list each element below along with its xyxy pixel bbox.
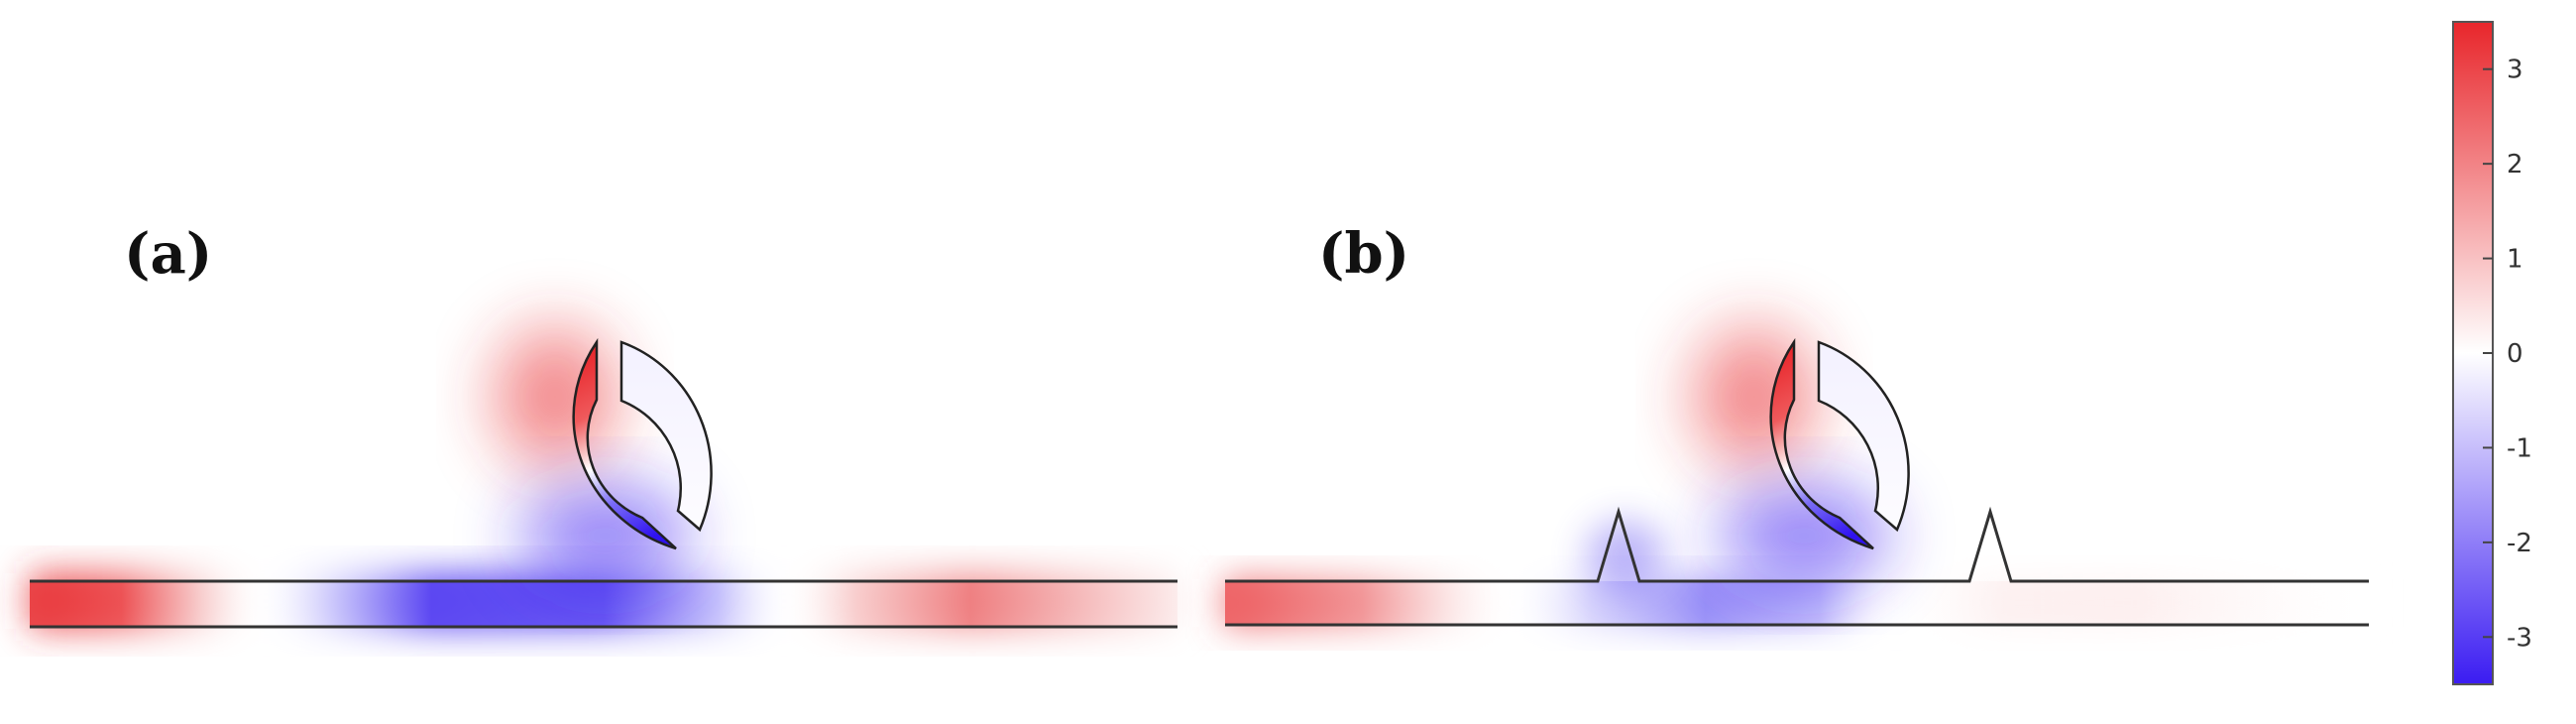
ring-glow-red-b <box>1695 327 1814 466</box>
ring-glow-blue-a <box>520 486 689 585</box>
ring-right-arc-a <box>619 340 713 533</box>
colorbar-tick-label: 2 <box>2507 150 2523 180</box>
waveguide-top-edge-b <box>1225 506 2369 583</box>
panel-label-b: (b) <box>1318 221 1409 287</box>
ring-right-arc-b <box>1817 340 1910 533</box>
colorbar-tick-label: -3 <box>2507 623 2532 653</box>
panel-label-a: (a) <box>124 221 212 287</box>
colorbar-tick-label: 3 <box>2507 56 2523 85</box>
ring-glow-blue-b <box>1720 486 1888 585</box>
colorbar-ticks: 3 2 1 0 -1 -2 -3 <box>2483 56 2532 653</box>
bump-glow-left-b <box>1586 521 1665 590</box>
panel-a: (a) <box>30 221 1177 629</box>
colorbar-tick-label: 0 <box>2507 339 2523 369</box>
colorbar-tick-label: -2 <box>2507 529 2532 558</box>
panel-b: (b) <box>1225 221 2369 627</box>
ring-left-arc-a <box>572 337 677 550</box>
colorbar: 3 2 1 0 -1 -2 -3 <box>2452 21 2532 685</box>
colorbar-tick-label: 1 <box>2507 245 2523 275</box>
colorbar-tick-label: -1 <box>2507 433 2532 463</box>
waveguide-core-a <box>30 581 1177 627</box>
waveguide-core-b <box>1225 581 2369 625</box>
ring-left-arc-b <box>1769 337 1874 550</box>
